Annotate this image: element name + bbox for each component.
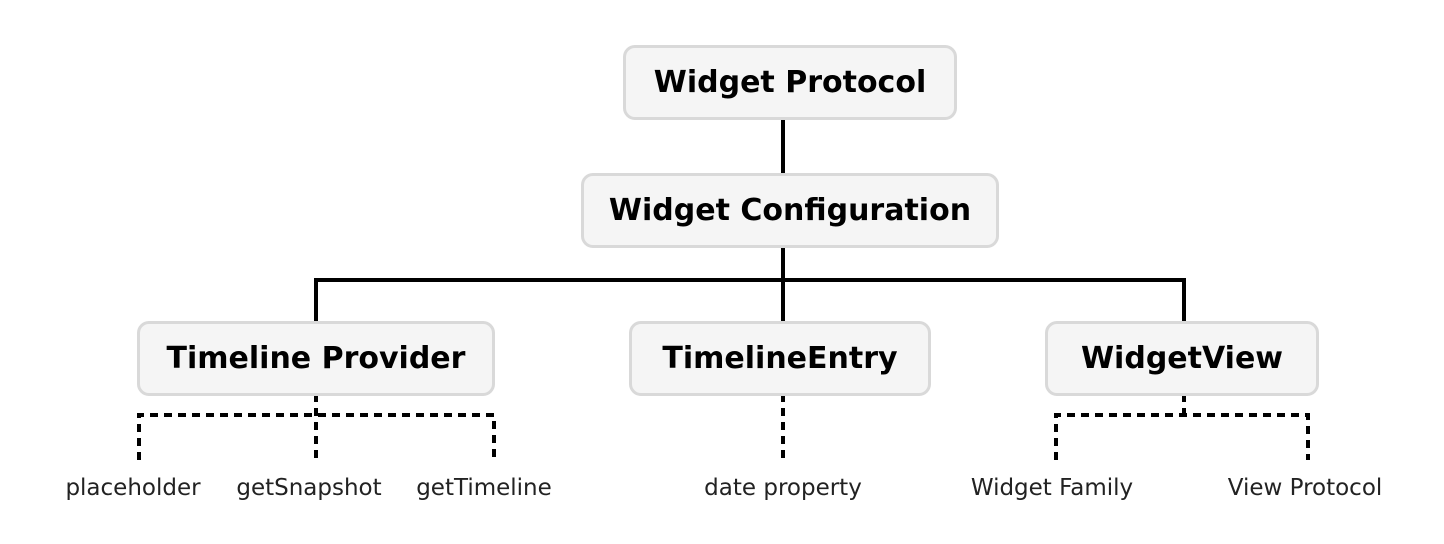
- leaf-date-property: date property: [704, 475, 862, 501]
- timeline-provider-node: Timeline Provider: [137, 321, 495, 396]
- timeline-entry-label: TimelineEntry: [662, 341, 898, 376]
- connector-view-leaves: [1054, 413, 1310, 460]
- leaf-placeholder: placeholder: [65, 475, 201, 501]
- widget-view-label: WidgetView: [1080, 341, 1284, 376]
- leaf-view-protocol: View Protocol: [1227, 475, 1383, 501]
- leaf-gettimeline: getTimeline: [416, 475, 552, 501]
- leaf-widget-family: Widget Family: [970, 475, 1134, 501]
- widget-protocol-label: Widget Protocol: [653, 65, 927, 100]
- timeline-provider-label: Timeline Provider: [166, 341, 466, 376]
- leaf-getsnapshot: getSnapshot: [236, 475, 382, 501]
- timeline-entry-node: TimelineEntry: [629, 321, 931, 396]
- connector-config-branches: [314, 278, 1186, 322]
- widget-protocol-node: Widget Protocol: [623, 45, 957, 120]
- widget-configuration-node: Widget Configuration: [581, 173, 999, 248]
- widget-view-node: WidgetView: [1045, 321, 1319, 396]
- connector-provider-leaves: [137, 413, 496, 460]
- widget-configuration-label: Widget Configuration: [608, 193, 972, 228]
